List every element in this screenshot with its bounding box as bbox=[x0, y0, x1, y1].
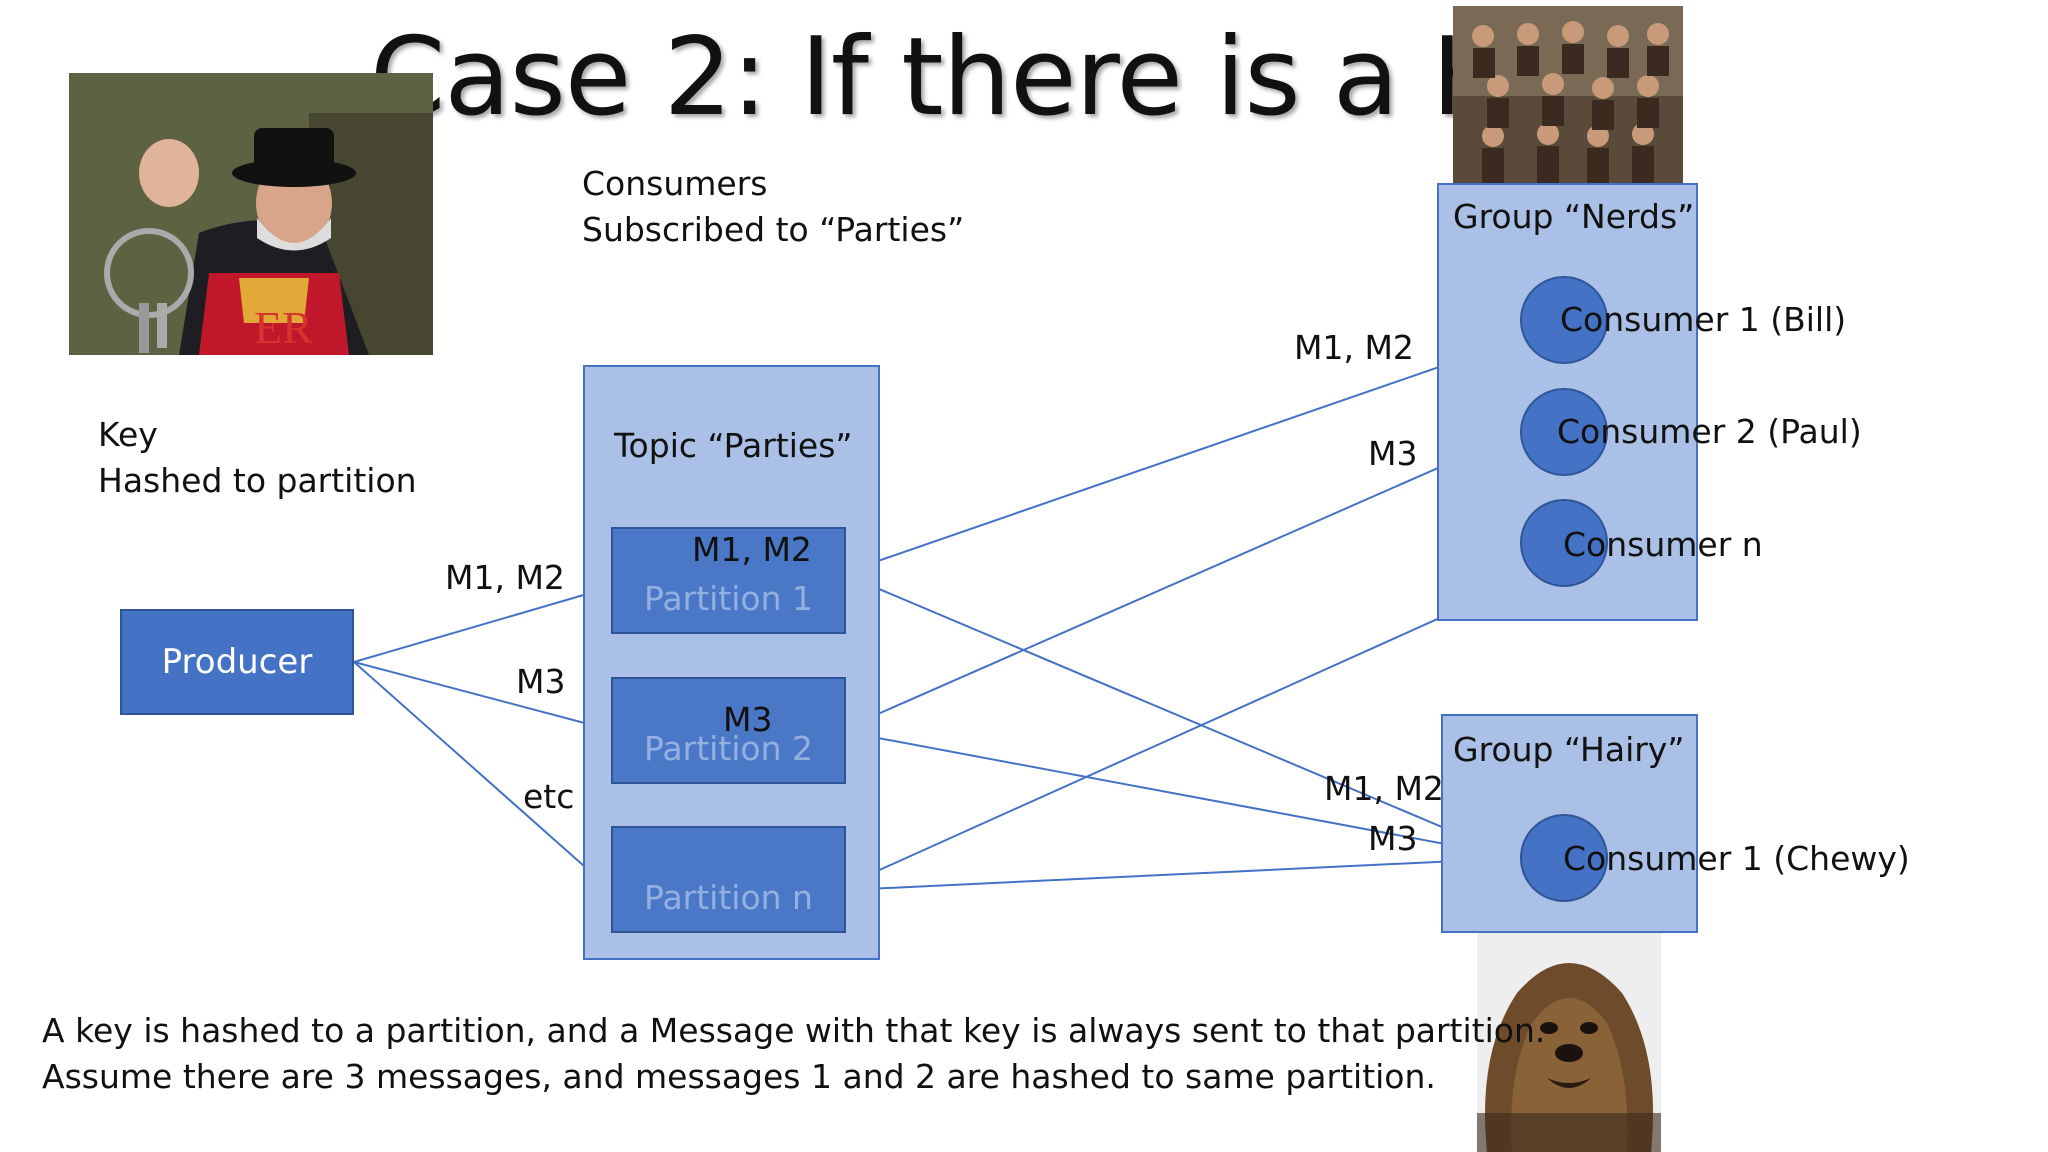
group-hairy-label: Group “Hairy” bbox=[1453, 730, 1685, 769]
hairy-edge-label-2: M3 bbox=[1368, 819, 1418, 858]
footer-line1: A key is hashed to a partition, and a Me… bbox=[42, 1011, 1546, 1050]
group-photo bbox=[1453, 6, 1683, 186]
key-caption-line1: Key bbox=[98, 415, 158, 454]
beefeater-photo: ER bbox=[69, 73, 433, 355]
partition-n: Partition n bbox=[611, 826, 846, 933]
key-caption-line2: Hashed to partition bbox=[98, 461, 417, 500]
producer-box: Producer bbox=[120, 609, 354, 715]
consumer-bill-node bbox=[1520, 276, 1608, 364]
partition-1-label: Partition 1 bbox=[643, 579, 813, 618]
edge-partition1-chewy bbox=[845, 574, 1521, 861]
footer-line2: Assume there are 3 messages, and message… bbox=[42, 1057, 1436, 1096]
partition-2-messages: M3 bbox=[723, 700, 773, 739]
svg-text:ER: ER bbox=[254, 302, 313, 353]
partition-1: Partition 1 bbox=[611, 527, 846, 634]
consumer-n-label: Consumer n bbox=[1563, 525, 1763, 564]
group-nerds-label: Group “Nerds” bbox=[1453, 197, 1695, 236]
edge-producer-partitionn bbox=[353, 661, 612, 891]
consumer-chewy-node bbox=[1520, 814, 1608, 902]
edge-partition2-paul bbox=[845, 431, 1521, 729]
edge-partitionn-chewy bbox=[845, 853, 1521, 891]
partition-1-messages: M1, M2 bbox=[692, 530, 812, 569]
consumers-caption-line1: Consumers bbox=[582, 164, 768, 203]
consumer-paul-label: Consumer 2 (Paul) bbox=[1557, 412, 1862, 451]
hairy-edge-label-1: M1, M2 bbox=[1324, 769, 1444, 808]
producer-edge-label-3: etc bbox=[523, 777, 575, 816]
nerds-edge-label-2: M3 bbox=[1368, 434, 1418, 473]
slide-title: Case 2: If there is a Key bbox=[370, 15, 1625, 140]
nerds-edge-label-1: M1, M2 bbox=[1294, 328, 1414, 367]
partition-2: Partition 2 bbox=[611, 677, 846, 784]
partition-2-label: Partition 2 bbox=[643, 729, 813, 768]
chewbacca-photo bbox=[1477, 933, 1661, 1152]
consumer-chewy-label: Consumer 1 (Chewy) bbox=[1563, 839, 1910, 878]
edge-producer-partition2 bbox=[353, 661, 612, 733]
consumer-bill-label: Consumer 1 (Bill) bbox=[1560, 300, 1847, 339]
producer-edge-label-1: M1, M2 bbox=[445, 558, 565, 597]
topic-label: Topic “Parties” bbox=[614, 426, 853, 465]
edge-partition1-bill bbox=[845, 337, 1521, 573]
edge-partition2-chewy bbox=[845, 731, 1521, 861]
edge-producer-partition1 bbox=[353, 585, 612, 663]
producer-label: Producer bbox=[161, 642, 313, 682]
consumer-n-node bbox=[1520, 499, 1608, 587]
consumers-caption-line2: Subscribed to “Parties” bbox=[582, 210, 965, 249]
partition-n-label: Partition n bbox=[644, 878, 813, 917]
edge-partitionn-consumern bbox=[845, 575, 1534, 886]
consumer-paul-node bbox=[1520, 388, 1608, 476]
producer-edge-label-2: M3 bbox=[516, 662, 566, 701]
